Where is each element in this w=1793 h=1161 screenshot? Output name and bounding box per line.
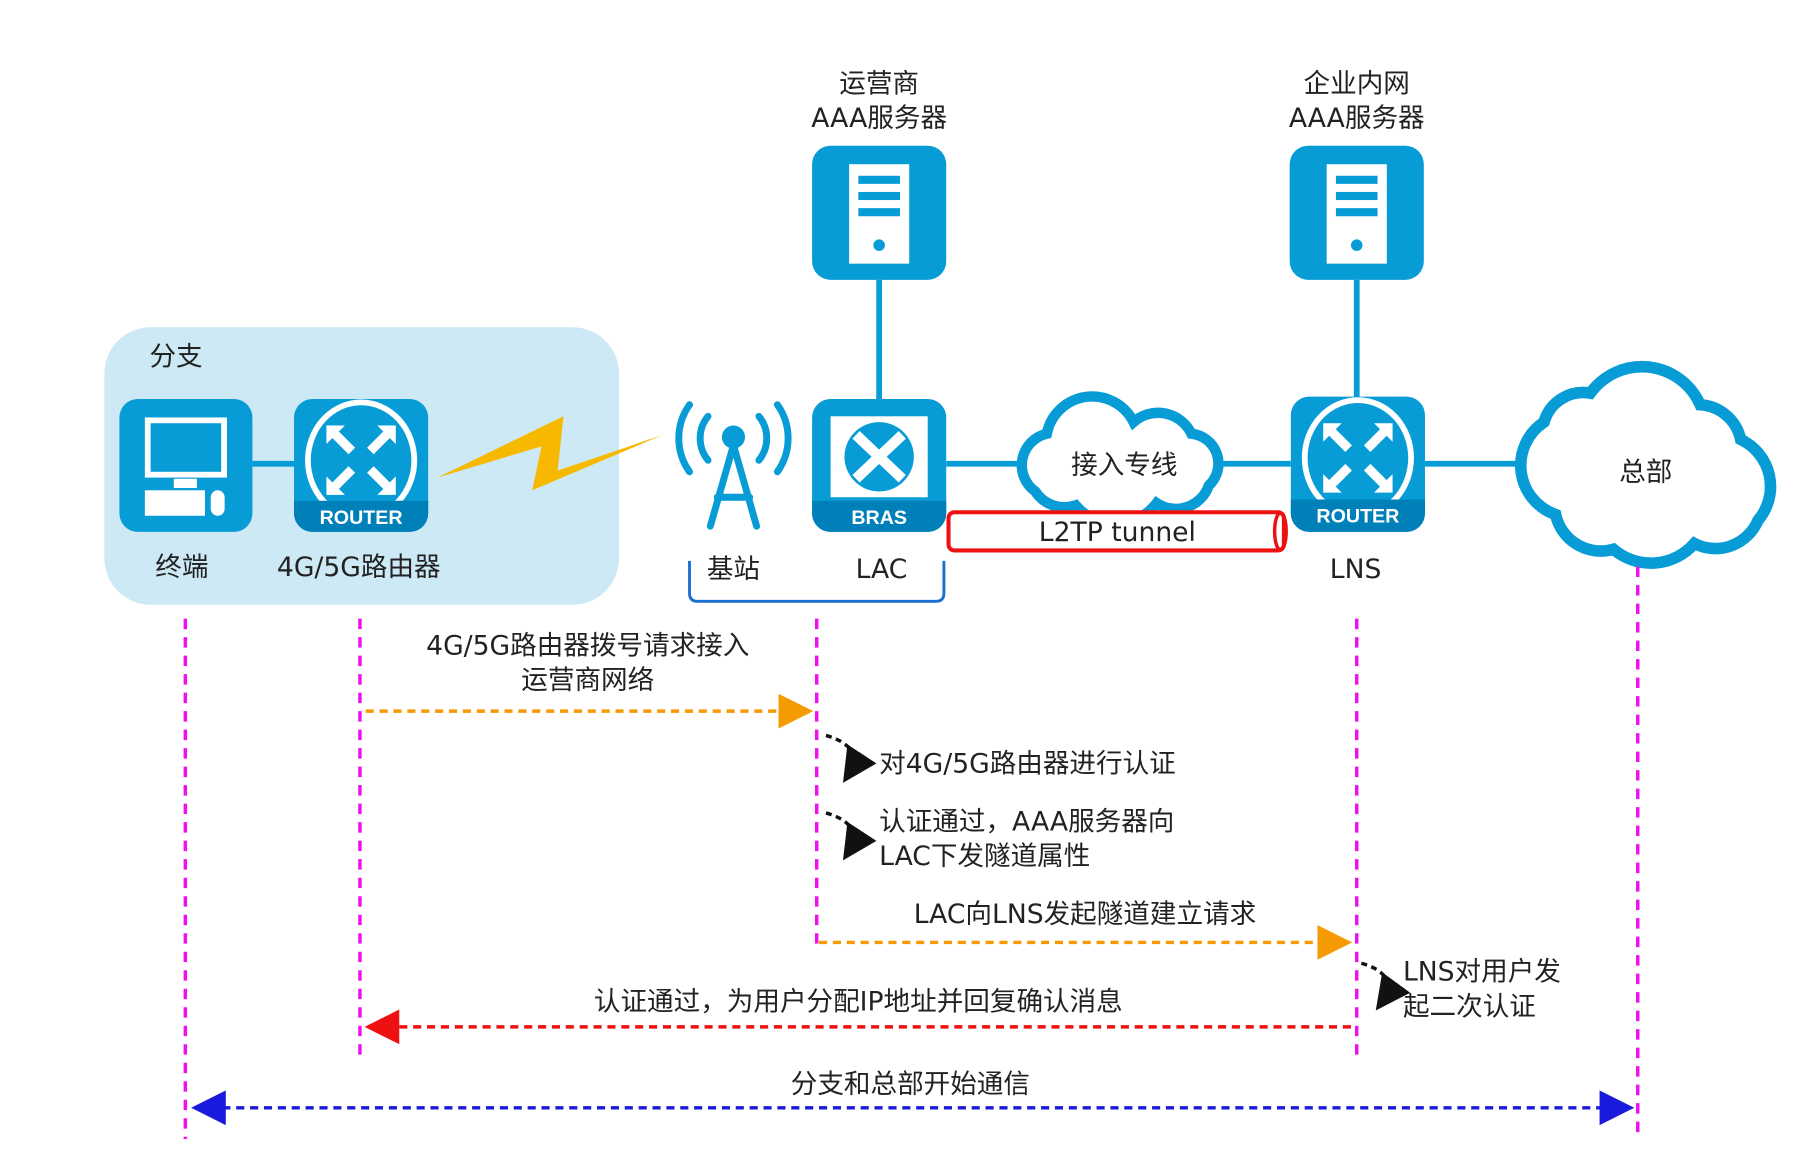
hq-label: 总部	[1619, 457, 1672, 488]
lns-label: LNS	[1330, 554, 1382, 585]
svg-text:ROUTER: ROUTER	[320, 507, 403, 529]
msg-dial-request-line1: 4G/5G路由器拨号请求接入	[426, 631, 749, 662]
terminal-icon	[119, 398, 253, 532]
aaa-attr-loop-arrow	[825, 811, 877, 861]
msg-lns-auth-line2: 起二次认证	[1403, 991, 1536, 1022]
msg-communication: 分支和总部开始通信	[791, 1069, 1030, 1100]
lac-bras-icon: BRAS	[812, 398, 947, 532]
access-line-label: 接入专线	[1071, 450, 1177, 481]
lac-group-bracket	[688, 560, 946, 603]
lac-label: LAC	[856, 554, 908, 585]
msg-dial-request-line2: 运营商网络	[521, 665, 654, 696]
msg-aaa-attr-line2: LAC下发隧道属性	[879, 841, 1090, 872]
msg-aaa-attr-line1: 认证通过，AAA服务器向	[879, 806, 1174, 837]
base-station-icon	[675, 401, 792, 530]
msg-tunnel-request: LAC向LNS发起隧道建立请求	[914, 899, 1256, 930]
svg-text:ROUTER: ROUTER	[1316, 506, 1399, 528]
terminal-label: 终端	[155, 552, 208, 583]
l2tp-tunnel	[946, 510, 1288, 553]
enterprise-aaa-subtitle: AAA服务器	[1289, 103, 1425, 134]
base-station-label: 基站	[707, 554, 760, 585]
tunnel-label: L2TP tunnel	[1039, 517, 1196, 548]
wireless-lightning-icon	[437, 416, 663, 491]
msg-lns-auth-line1: LNS对用户发	[1403, 957, 1561, 988]
msg-lac-auth: 对4G/5G路由器进行认证	[879, 748, 1176, 779]
carrier-aaa-title: 运营商	[839, 69, 919, 100]
hq-cloud-icon	[1514, 360, 1777, 569]
enterprise-aaa-server-icon	[1289, 145, 1424, 280]
branch-title: 分支	[149, 341, 202, 372]
carrier-aaa-server-icon	[812, 145, 947, 280]
lns-router-icon: ROUTER	[1290, 397, 1425, 532]
msg-ip-assign: 认证通过，为用户分配IP地址并回复确认消息	[594, 987, 1123, 1018]
branch-router-label: 4G/5G路由器	[277, 552, 441, 583]
enterprise-aaa-title: 企业内网	[1304, 69, 1410, 100]
svg-text:BRAS: BRAS	[851, 507, 907, 529]
branch-router-icon: ROUTER	[294, 399, 429, 532]
lac-auth-loop-arrow	[825, 733, 877, 783]
lns-auth-loop-arrow	[1360, 961, 1411, 1011]
carrier-aaa-subtitle: AAA服务器	[811, 103, 947, 134]
